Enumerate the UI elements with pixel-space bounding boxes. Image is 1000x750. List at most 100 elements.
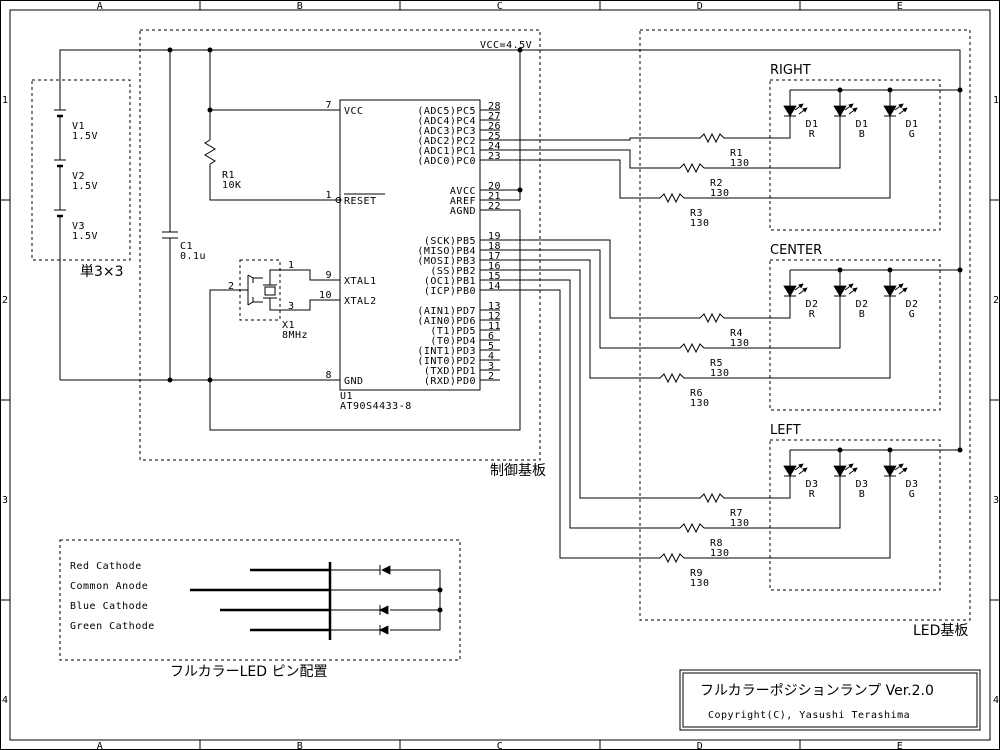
mcu-pin-name-2: (RXD)PD0	[424, 376, 476, 387]
crystal-x1: 1 2 3 X1 8MHz	[228, 259, 340, 341]
mcu-part: AT90S4433-8	[340, 401, 412, 412]
grid-col-top-D: D	[697, 1, 704, 12]
grid-row-right-2: 2	[993, 295, 1000, 306]
led-board-label: LED基板	[913, 622, 968, 639]
led-name-2-2: D3	[905, 479, 918, 490]
grid-col-top-B: B	[297, 1, 304, 12]
mcu-pin-num-25: 25	[488, 131, 501, 142]
mcu-pin-num-13: 13	[488, 301, 501, 312]
mcu-pin-name-17: (MOSI)PB3	[417, 256, 476, 267]
mcu-pin-name-22: AGND	[450, 206, 476, 217]
mcu-pin-name-xtal1: XTAL1	[344, 276, 377, 287]
pinout-box	[59, 539, 461, 661]
led-group-left-outline	[769, 439, 941, 591]
mcu-pin-name-20: AVCC	[450, 186, 476, 197]
mcu-pin-num-20: 20	[488, 181, 501, 192]
mcu-pin-num-14: 14	[488, 281, 501, 292]
led-group-center-outline	[769, 259, 941, 411]
resistor-value-2-0: 130	[730, 518, 750, 529]
pinout-caption: フルカラーLED ピン配置	[170, 664, 327, 680]
led-group-title-2: LEFT	[770, 423, 801, 438]
mcu-pin-name-vcc: VCC	[344, 106, 364, 117]
mcu-pin-num-6: 6	[488, 331, 495, 342]
led-name-1-1: D2	[855, 299, 868, 310]
mcu-pin-name-11: (T1)PD5	[430, 326, 476, 337]
led-color-1-2: G	[909, 309, 916, 320]
mcu-pin-name-28: (ADC5)PC5	[417, 106, 476, 117]
led-color-1-0: R	[809, 309, 816, 320]
grid-col-top-C: C	[497, 1, 504, 12]
grid-col-top-A: A	[97, 1, 104, 12]
c1-value: 0.1u	[180, 251, 206, 262]
grid-col-bottom-A: A	[97, 741, 104, 750]
grid-col-bottom-C: C	[497, 741, 504, 750]
battery-labels: V1 1.5V V2 1.5V V3 1.5V 単3×3	[72, 121, 124, 280]
mcu-pin-num-12: 12	[488, 311, 501, 322]
mcu-u1: U1 AT90S4433-8 7VCC1RESET9XTAL110XTAL28G…	[319, 99, 501, 412]
pinout-label-red: Red Cathode	[70, 561, 142, 572]
resistor-value-2-2: 130	[690, 578, 710, 589]
battery-note: 単3×3	[80, 264, 124, 280]
grid-row-left-2: 2	[2, 295, 9, 306]
mcu-pin-name-23: (ADC0)PC0	[417, 156, 476, 167]
led-wiring	[500, 87, 963, 564]
grid-row-left-4: 4	[2, 695, 9, 706]
led-color-2-2: G	[909, 489, 916, 500]
resistor-value-1-0: 130	[730, 338, 750, 349]
mcu-pin-num-22: 22	[488, 201, 501, 212]
mcu-pin-num-27: 27	[488, 111, 501, 122]
mcu-pin-num-9: 9	[325, 270, 332, 281]
r-reset-name: R1	[222, 170, 235, 181]
grid-col-top-E: E	[897, 1, 904, 12]
resistor-value-1-1: 130	[710, 368, 730, 379]
led-group-title-1: CENTER	[770, 243, 822, 258]
battery-v1-name: V1	[72, 121, 85, 132]
led-name-0-1: D1	[855, 119, 868, 130]
led-board-outline	[639, 29, 971, 621]
vcc-label: VCC=4.5V	[480, 40, 532, 51]
led-pinout-diagram: Red Cathode Common Anode Blue Cathode Gr…	[70, 561, 443, 680]
resistor-name-1-2: R6	[690, 388, 703, 399]
mcu-pin-name-gnd: GND	[344, 376, 364, 387]
resistor-name-0-1: R2	[710, 178, 723, 189]
led-color-0-1: B	[859, 129, 866, 140]
control-board-outline	[139, 29, 541, 461]
mcu-pin-name-4: (INT0)PD2	[417, 356, 476, 367]
mcu-pin-name-12: (AIN0)PD6	[417, 316, 476, 327]
led-name-2-0: D3	[805, 479, 818, 490]
r-reset-value: 10K	[222, 180, 242, 191]
resistor-value-2-1: 130	[710, 548, 730, 559]
mcu-pin-num-1: 1	[325, 190, 332, 201]
led-color-2-1: B	[859, 489, 866, 500]
resistor-value-1-2: 130	[690, 398, 710, 409]
crystal-pin3: 3	[288, 301, 295, 312]
grid-row-left-3: 3	[2, 495, 9, 506]
grid-row-right-3: 3	[993, 495, 1000, 506]
power-wiring	[54, 47, 961, 450]
mcu-pin-name-3: (TXD)PD1	[424, 366, 476, 377]
crystal-pin1: 1	[288, 260, 295, 271]
mcu-pin-num-24: 24	[488, 141, 501, 152]
resistor-name-2-2: R9	[690, 568, 703, 579]
pinout-label-anode: Common Anode	[70, 581, 148, 592]
resistor-value-0-1: 130	[710, 188, 730, 199]
resistor-name-2-0: R7	[730, 508, 743, 519]
resistor-name-0-2: R3	[690, 208, 703, 219]
mcu-pin-name-reset: RESET	[344, 196, 377, 207]
mcu-pin-name-25: (ADC2)PC2	[417, 136, 476, 147]
mcu-pin-num-8: 8	[325, 370, 332, 381]
mcu-pin-name-13: (AIN1)PD7	[417, 306, 476, 317]
grid-row-left-1: 1	[2, 95, 9, 106]
crystal-value: 8MHz	[282, 330, 308, 341]
led-color-0-2: G	[909, 129, 916, 140]
resistor-name-2-1: R8	[710, 538, 723, 549]
mcu-pin-num-10: 10	[319, 290, 332, 301]
mcu-ref: U1	[340, 391, 353, 402]
mcu-pin-name-19: (SCK)PB5	[424, 236, 476, 247]
mcu-pin-name-15: (OC1)PB1	[424, 276, 476, 287]
title-block-title: フルカラーポジションランプ Ver.2.0	[700, 683, 934, 699]
mcu-pin-name-14: (ICP)PB0	[424, 286, 476, 297]
battery-v3-value: 1.5V	[72, 231, 98, 242]
